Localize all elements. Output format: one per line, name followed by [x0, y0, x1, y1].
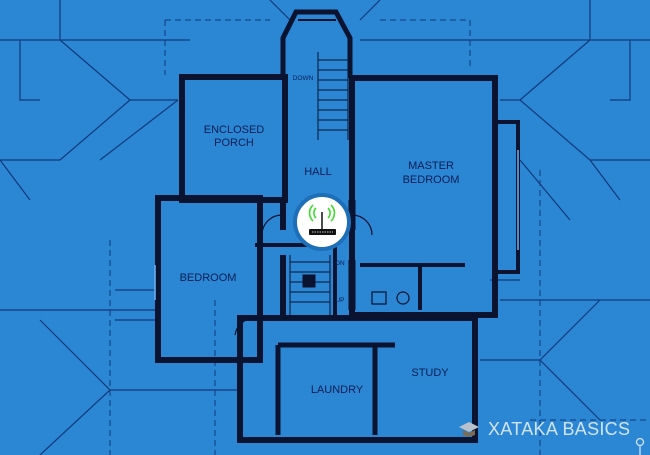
watermark-text: XATAKA BASICS	[488, 419, 631, 439]
hall-label: HALL	[304, 166, 332, 178]
master-bedroom-label-2: BEDROOM	[403, 174, 460, 186]
stairs-down-label: DOWN	[293, 75, 314, 82]
doors	[234, 214, 410, 336]
roof-dashed	[109, 19, 650, 455]
wifi-router-icon[interactable]	[293, 193, 351, 251]
stairs-dn-label: DN	[335, 260, 345, 267]
stairs[interactable]	[289, 52, 349, 315]
enclosed-porch-label-2: PORCH	[214, 137, 254, 149]
location-pin-icon	[635, 437, 645, 455]
watermark: XATAKA BASICS	[458, 419, 630, 440]
laundry-label: LAUNDRY	[311, 384, 364, 396]
study-label: STUDY	[411, 367, 449, 379]
stairs-up-label: UP	[335, 297, 344, 304]
graduation-cap-icon	[459, 421, 479, 436]
bedroom-label: BEDROOM	[180, 272, 237, 284]
master-bedroom-label-1: MASTER	[408, 160, 454, 172]
enclosed-porch-label-1: ENCLOSED	[204, 124, 265, 136]
